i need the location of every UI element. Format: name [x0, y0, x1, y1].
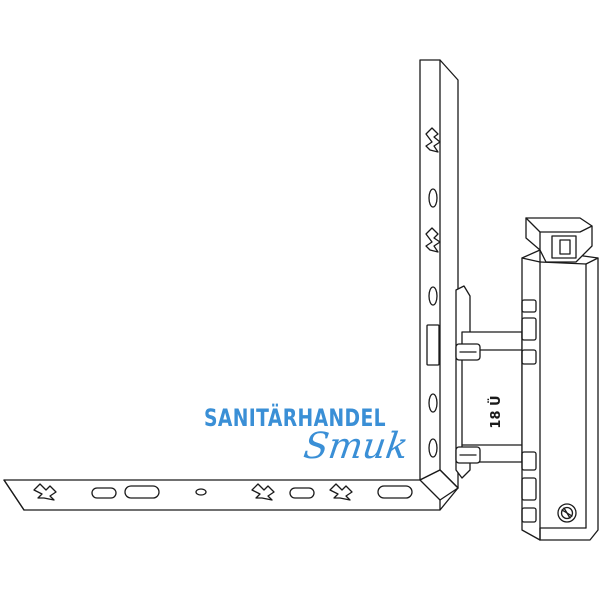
vertical-arm-holes: [425, 127, 441, 458]
oblong-hole: [377, 485, 413, 499]
oval-hole: [428, 286, 438, 306]
bracket-horizontal-arm: [3, 469, 459, 511]
oval-hole: [428, 438, 438, 458]
oval-hole: [428, 393, 438, 413]
hinge-top-cap: [525, 217, 593, 263]
horizontal-arm-holes: [33, 483, 413, 501]
star-slot: [251, 483, 275, 501]
square-slot: [426, 324, 440, 366]
watermark-company-name: SANITÄRHANDEL: [204, 404, 386, 432]
star-slot-middle: [425, 227, 441, 253]
small-hole: [195, 488, 207, 496]
watermark-script-name: Smuk: [301, 426, 411, 467]
star-slot: [33, 483, 57, 501]
hinge-size-stamp: 18 Ü: [488, 395, 504, 428]
star-slot: [329, 483, 353, 501]
oval-hole: [428, 188, 438, 208]
hinge-pin-assembly: [455, 285, 523, 479]
oblong-hole: [91, 487, 117, 499]
oblong-hole: [289, 487, 315, 499]
oblong-hole: [124, 485, 160, 499]
star-slot-top: [425, 127, 441, 153]
hinge-body: [521, 249, 599, 541]
adjustment-screw: [557, 503, 577, 523]
bracket-vertical-arm: [419, 59, 459, 489]
